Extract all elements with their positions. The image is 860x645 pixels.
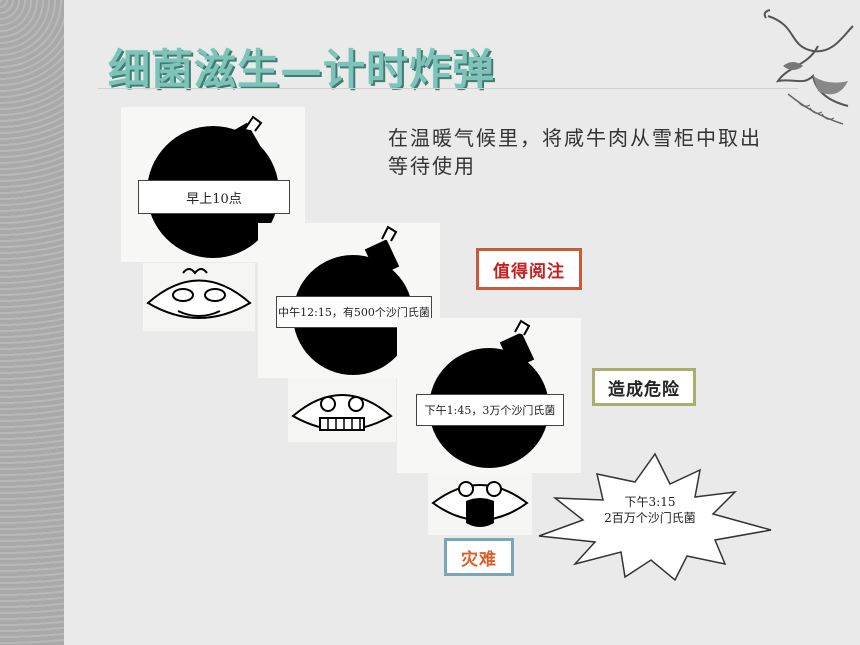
explosion-burst-icon [538, 452, 772, 582]
explosion-text: 下午3:15 2百万个沙门氏菌 [560, 494, 740, 526]
time-label-3: 下午1:45，3万个沙门氏菌 [416, 394, 564, 426]
face-calm-icon [146, 268, 252, 319]
tag-danger: 造成危险 [592, 368, 696, 406]
slide-description: 在温暖气候里，将咸牛肉从雪柜中取出等待使用 [388, 126, 762, 178]
face-worried-icon [291, 394, 393, 431]
face-calm [143, 263, 255, 331]
tag-worth-noting: 值得阅注 [476, 248, 582, 290]
face-scared-icon [431, 481, 529, 527]
time-label-1: 早上10点 [138, 180, 290, 214]
slide-title: 细菌滋生—计时炸弹 [108, 45, 496, 94]
title-divider [98, 88, 798, 89]
face-scared [428, 473, 532, 535]
ornament-bird-icon [763, 9, 854, 125]
face-worried [288, 378, 396, 442]
tag-disaster: 灾难 [444, 538, 514, 576]
explosion-line-2: 2百万个沙门氏菌 [604, 511, 696, 525]
sidebar-pattern [0, 0, 64, 645]
explosion-line-1: 下午3:15 [624, 495, 676, 509]
